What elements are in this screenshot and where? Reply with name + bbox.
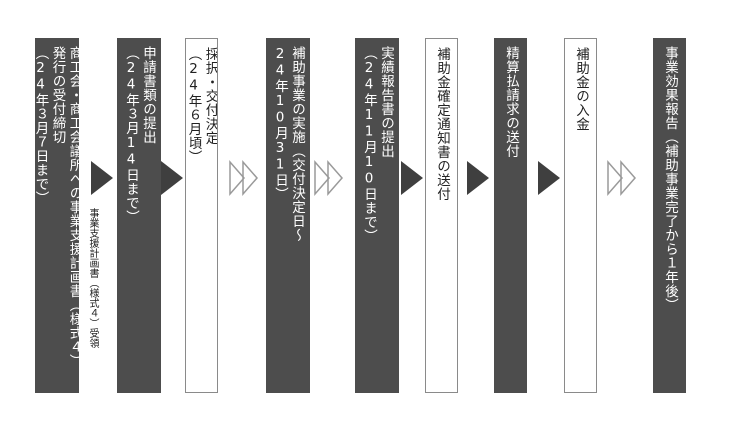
outline-double-arrow-2: [314, 160, 343, 196]
step-3-label: 採択・交付決定 （24年６月頃）: [185, 47, 218, 164]
step-7-label: 精算払請求の送付: [503, 46, 519, 158]
step-5-label: 実績報告書の提出 （24年11月10日まで）: [361, 46, 394, 243]
step-6-label: 補助金確定通知書の送付: [434, 47, 450, 201]
step-9-box: 事業効果報告（補助事業完了から１年後）: [653, 38, 686, 393]
solid-arrow-5: [538, 161, 560, 195]
step-4-label: 補助事業の実施（交付決定日～ 24年10月31日）: [272, 46, 305, 242]
step-1-label: 商工会・商工会議所への事業支援計画書（様式４） 発行の受付締切 （24年３月７日…: [35, 46, 79, 368]
step-9-label: 事業効果報告（補助事業完了から１年後）: [662, 46, 678, 312]
step-1-box: 商工会・商工会議所への事業支援計画書（様式４） 発行の受付締切 （24年３月７日…: [35, 38, 79, 393]
step-2-box: 申請書類の提出 （24年３月14日まで）: [117, 38, 161, 393]
outline-double-arrow-1: [229, 160, 258, 196]
step-7-box: 精算払請求の送付: [494, 38, 527, 393]
step-2-label: 申請書類の提出 （24年３月14日まで）: [123, 46, 156, 224]
step-4-box: 補助事業の実施（交付決定日～ 24年10月31日）: [266, 38, 310, 393]
solid-arrow-4: [467, 161, 489, 195]
step-1-note: 事業支援計画書（様式４）受領: [79, 208, 105, 393]
solid-arrow-3: [401, 161, 423, 195]
step-6-box: 補助金確定通知書の送付: [425, 38, 458, 393]
outline-double-arrow-3: [607, 160, 636, 196]
step-1-note-label: 事業支援計画書（様式４）受領: [87, 208, 98, 348]
solid-arrow-2: [161, 161, 183, 195]
solid-arrow-1: [91, 161, 113, 195]
step-5-box: 実績報告書の提出 （24年11月10日まで）: [355, 38, 399, 393]
step-8-label: 補助金の入金: [573, 47, 589, 131]
step-8-box: 補助金の入金: [564, 38, 597, 393]
step-3-box: 採択・交付決定 （24年６月頃）: [185, 38, 218, 393]
